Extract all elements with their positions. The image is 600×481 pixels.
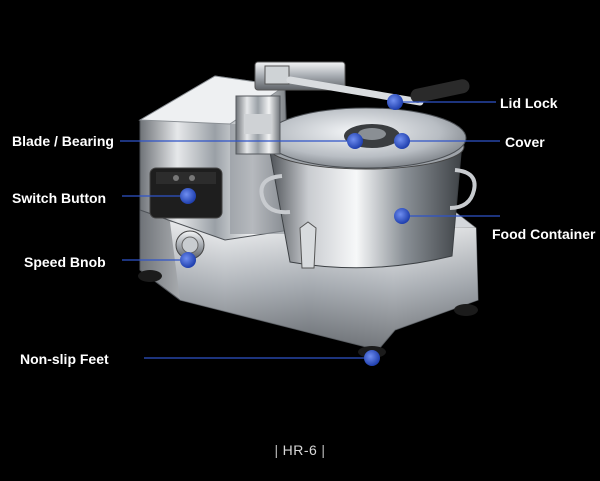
food-container-dot <box>394 208 410 224</box>
label-cover: Cover <box>505 134 545 150</box>
blade-bearing-dot <box>347 133 363 149</box>
caption-left-bar: | <box>274 442 279 458</box>
label-non-slip-feet: Non-slip Feet <box>20 351 109 367</box>
non-slip-feet-dot <box>364 350 380 366</box>
label-lid-lock: Lid Lock <box>500 95 558 111</box>
caption-right-bar: | <box>321 442 326 458</box>
lid-lock-dot <box>387 94 403 110</box>
bowl-lid <box>265 107 467 169</box>
switch-button-dot <box>180 188 196 204</box>
model-caption: |HR-6| <box>0 442 600 458</box>
lid-lock-arm <box>254 61 470 106</box>
model-name: HR-6 <box>282 442 318 458</box>
label-blade-bearing: Blade / Bearing <box>12 133 114 149</box>
label-switch-button: Switch Button <box>12 190 107 206</box>
blade-column <box>235 95 281 155</box>
speed-knob-dot <box>180 252 196 268</box>
label-food-container: Food Container <box>492 226 596 242</box>
leader-lines <box>120 101 500 359</box>
callout-dots <box>180 94 410 366</box>
cover-dot <box>394 133 410 149</box>
label-speed-knob: Speed Bnob <box>24 254 106 270</box>
